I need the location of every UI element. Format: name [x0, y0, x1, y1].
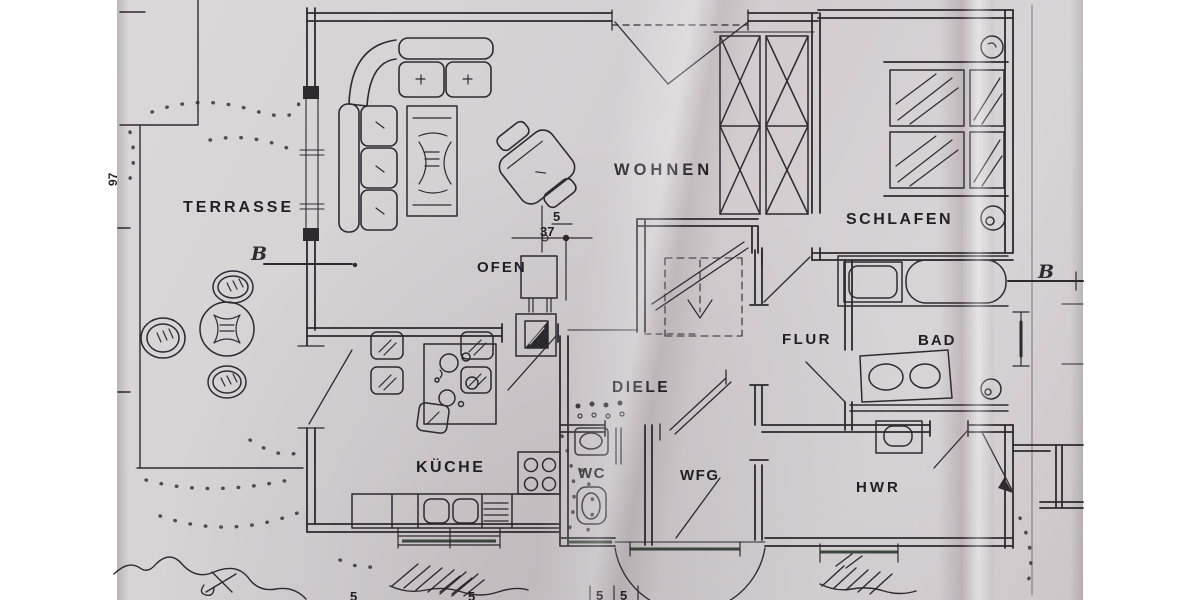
stove-ofen: [515, 255, 558, 357]
coffee-table: [406, 105, 458, 217]
marker-labels: B B 5 37 97 5 5 5 5: [106, 172, 1054, 600]
schlafen-window-bed: [883, 35, 1009, 231]
label-wohnen: WOHNEN: [614, 161, 713, 179]
label-ofen: OFEN: [477, 259, 527, 276]
label-schlafen: SCHLAFEN: [846, 211, 953, 228]
dim-text-top: 5: [553, 209, 560, 224]
label-terrasse: TERRASSE: [183, 199, 294, 216]
dim-bottom-2: 5: [468, 589, 475, 600]
dim-bottom-3: 5: [596, 588, 603, 600]
label-bad: BAD: [918, 332, 957, 349]
kitchen-furniture: [351, 331, 561, 529]
hwr-fixtures: [875, 420, 923, 454]
label-wc: WC: [578, 465, 606, 482]
bathroom-fixtures: [837, 255, 1009, 412]
window-ticks: [397, 527, 899, 563]
wardrobes: [713, 31, 815, 215]
section-marker-left: B: [250, 243, 267, 265]
armchair: [496, 120, 577, 209]
gravel-dots: [126, 96, 1033, 590]
room-labels: TERRASSE WOHNEN SCHLAFEN OFEN KÜCHE DIEL…: [183, 161, 957, 496]
label-diele: DIELE: [612, 379, 670, 396]
section-marker-right: B: [1037, 261, 1054, 283]
label-kueche: KÜCHE: [416, 457, 485, 476]
dim-text-left-rotated: 97: [106, 172, 120, 186]
vegetation: [113, 553, 917, 600]
dimension-marks: [263, 205, 1084, 600]
dim-text-bottom: 37: [540, 224, 554, 239]
walls: [117, 0, 1084, 596]
label-hwr: HWR: [856, 479, 901, 496]
dim-bottom-4: 5: [620, 588, 627, 600]
sofa-group: [338, 37, 494, 233]
label-flur: FLUR: [782, 331, 832, 348]
door-swings: [297, 9, 1013, 600]
wc-fixtures: [574, 427, 609, 525]
coat-hooks: [575, 400, 625, 419]
dim-bottom-1: 5: [350, 589, 357, 600]
terrace-furniture: [140, 270, 255, 399]
window-sills: [402, 539, 898, 554]
label-wfg: WFG: [680, 467, 720, 484]
scanned-paper: [117, 0, 1083, 600]
